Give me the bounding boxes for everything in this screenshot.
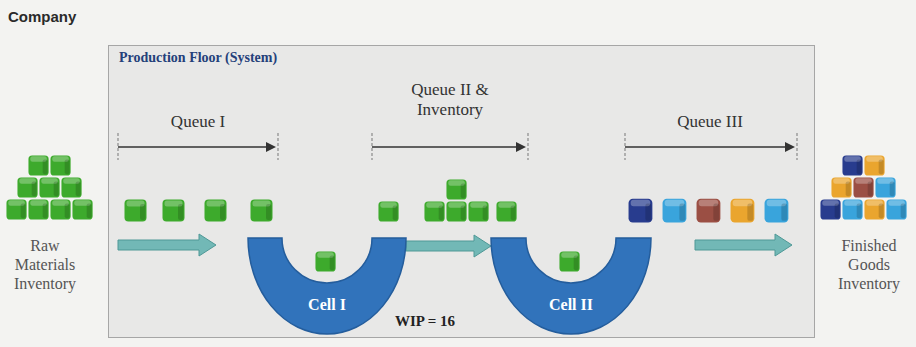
cube bbox=[125, 200, 147, 222]
cube bbox=[820, 199, 840, 219]
floor-ground bbox=[108, 45, 815, 338]
cell-u-shape bbox=[491, 238, 651, 334]
tick bbox=[277, 133, 278, 160]
cell-name: Cell I bbox=[248, 296, 406, 314]
cube bbox=[28, 155, 48, 175]
cube bbox=[39, 177, 59, 197]
cube bbox=[424, 201, 444, 221]
queue-span bbox=[118, 133, 278, 160]
cube bbox=[72, 199, 92, 219]
annotation-label: Queue III bbox=[650, 112, 770, 132]
queue-arrow bbox=[118, 146, 268, 148]
flow-arrow bbox=[118, 234, 216, 256]
cube bbox=[6, 199, 26, 219]
cube bbox=[17, 177, 37, 197]
queue-parts bbox=[125, 200, 273, 222]
cube bbox=[842, 155, 862, 175]
annotation-label: Finished Goods Inventory bbox=[826, 236, 912, 294]
cube bbox=[864, 199, 884, 219]
flow-arrow bbox=[406, 235, 491, 257]
cube bbox=[163, 200, 185, 222]
cube bbox=[853, 177, 873, 197]
cube bbox=[28, 199, 48, 219]
annotation-label: Queue I bbox=[143, 112, 253, 132]
cube bbox=[875, 177, 895, 197]
finished-goods-pile bbox=[820, 155, 906, 219]
system-title: Production Floor (System) bbox=[119, 50, 277, 66]
cell-u-shape bbox=[248, 238, 406, 334]
cube bbox=[765, 199, 789, 223]
cube bbox=[61, 177, 81, 197]
cube bbox=[864, 155, 884, 175]
cell-name: Cell II bbox=[491, 296, 651, 314]
cube bbox=[663, 199, 687, 223]
cube bbox=[251, 200, 273, 222]
cube bbox=[446, 201, 466, 221]
queue-arrow bbox=[372, 146, 518, 148]
annotation-label: Company bbox=[8, 8, 128, 26]
cell-outline bbox=[491, 238, 651, 334]
annotation-label: WIP = 16 bbox=[375, 312, 475, 330]
cube bbox=[842, 199, 862, 219]
cube bbox=[446, 179, 466, 199]
cube bbox=[315, 251, 335, 271]
arrow-head bbox=[785, 142, 795, 152]
queue-span bbox=[625, 133, 797, 160]
cube bbox=[205, 200, 227, 222]
cell-outline bbox=[248, 238, 406, 334]
cube bbox=[697, 199, 721, 223]
cube bbox=[831, 177, 851, 197]
work-cell: Cell II bbox=[491, 238, 651, 334]
arrow-head bbox=[516, 142, 526, 152]
cube bbox=[50, 199, 70, 219]
cube bbox=[559, 251, 579, 271]
cube bbox=[496, 201, 516, 221]
flow-arrow bbox=[695, 234, 792, 256]
cube bbox=[731, 199, 755, 223]
annotation-label: Queue II & Inventory bbox=[395, 80, 505, 121]
queue-parts bbox=[315, 179, 579, 271]
annotation-label: Raw Materials Inventory bbox=[2, 236, 88, 294]
queue-arrow bbox=[625, 146, 787, 148]
cube bbox=[50, 155, 70, 175]
queue-span bbox=[372, 133, 528, 160]
work-cell: Cell I bbox=[248, 238, 406, 334]
tick bbox=[796, 133, 797, 160]
tick bbox=[527, 133, 528, 160]
finished-parts bbox=[629, 199, 789, 223]
arrow-head bbox=[266, 142, 276, 152]
cube bbox=[886, 199, 906, 219]
flow-arrow-body bbox=[406, 235, 491, 257]
cube bbox=[378, 201, 398, 221]
cube bbox=[629, 199, 653, 223]
cube bbox=[468, 201, 488, 221]
raw-material-pile bbox=[6, 155, 92, 219]
